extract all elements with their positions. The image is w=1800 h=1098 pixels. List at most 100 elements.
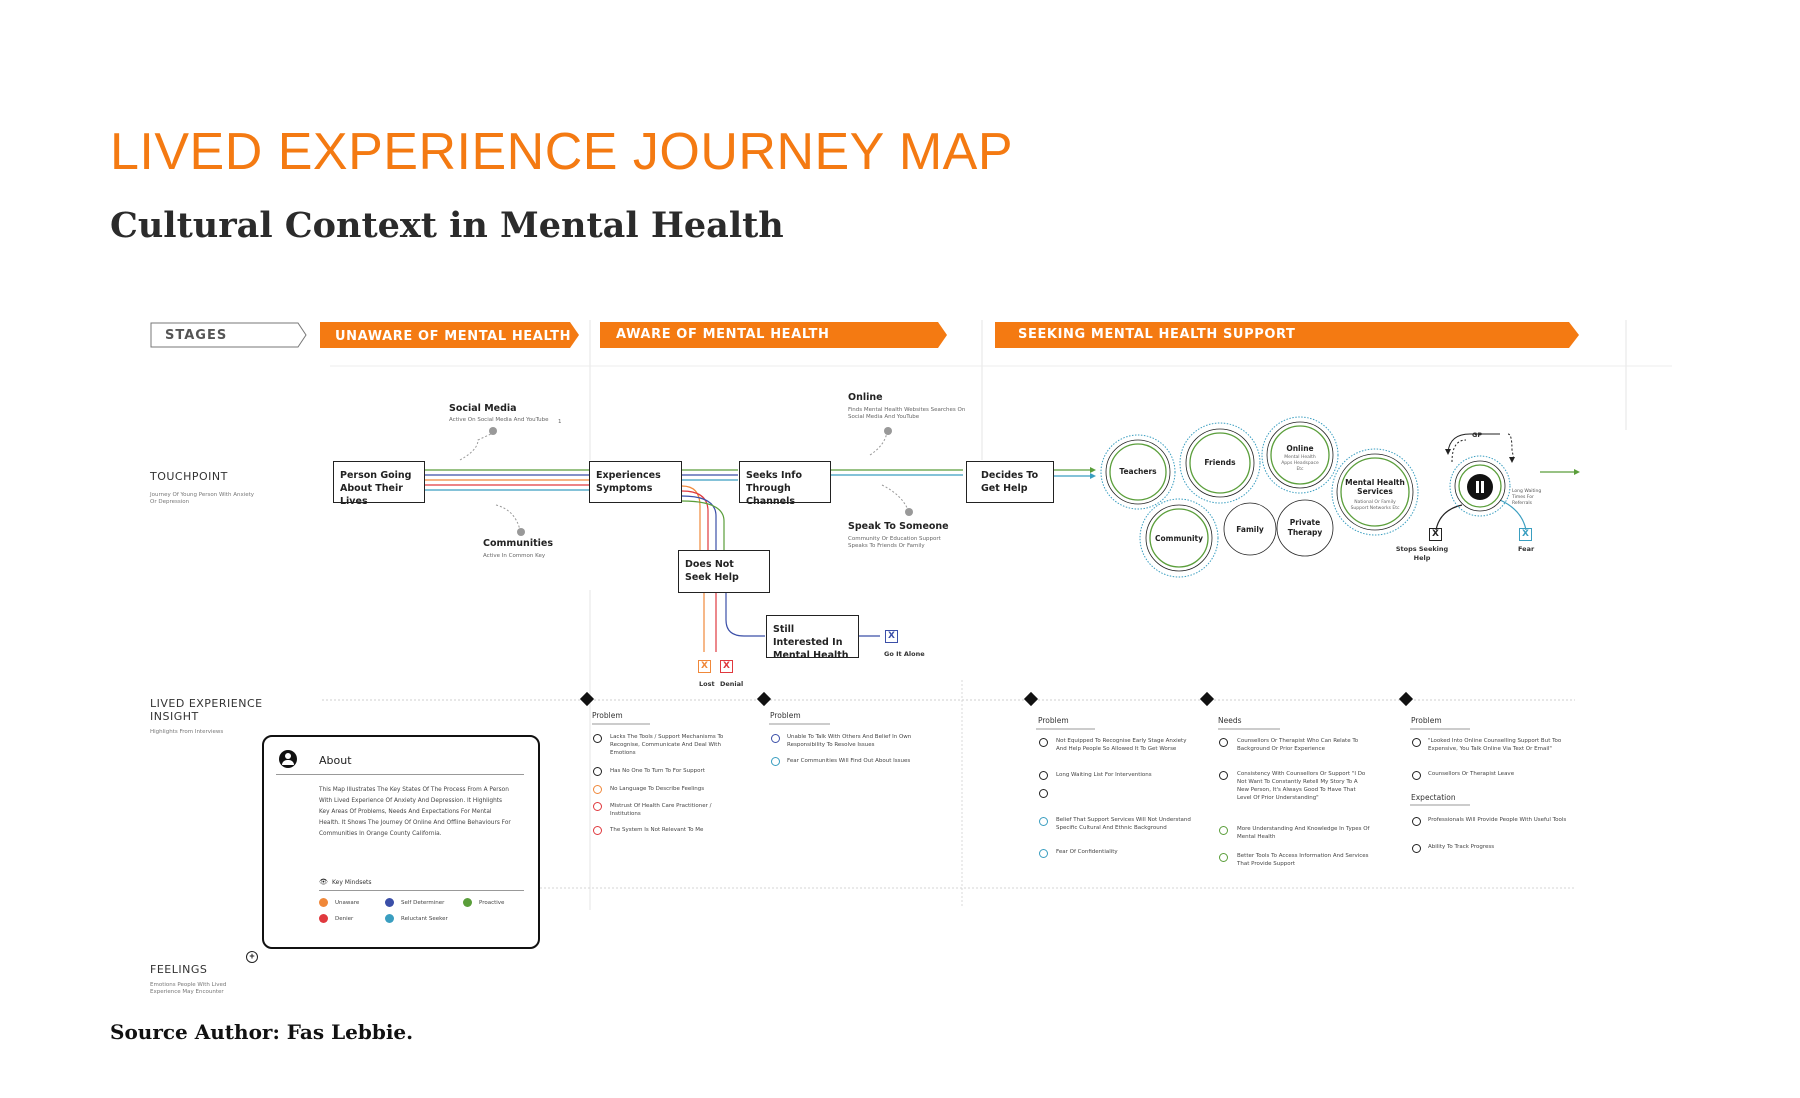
stage-unaware: UNAWARE OF MENTAL HEALTH bbox=[335, 329, 572, 344]
minus-icon bbox=[1039, 817, 1048, 826]
mindsets-title: Key Mindsets bbox=[332, 879, 372, 886]
circle-mhs-sub: National Or Family Support Networks Etc bbox=[1350, 500, 1400, 511]
mindset-dot bbox=[319, 914, 328, 923]
mindset-label: Self Determiner bbox=[401, 900, 445, 906]
stages-arrow bbox=[150, 322, 307, 348]
box-still-interested: Still Interested In Mental Health bbox=[766, 615, 859, 661]
minus-icon bbox=[593, 734, 602, 743]
about-card: About This Map Illustrates The Key State… bbox=[262, 735, 540, 949]
go-alone-label: Go It Alone bbox=[884, 650, 925, 658]
mindset-label: Reluctant Seeker bbox=[401, 916, 448, 922]
minus-icon bbox=[1039, 771, 1048, 780]
stage-arrow-1 bbox=[320, 322, 579, 348]
mindset-label: Unaware bbox=[335, 900, 360, 906]
insight-col1-item: Lacks The Tools / Support Mechanisms To … bbox=[610, 734, 724, 756]
insight-row-label-1: LIVED EXPERIENCE bbox=[150, 697, 263, 710]
fear-label: Fear bbox=[1518, 545, 1535, 553]
tp-online-sub: Finds Mental Health Websites Searches On… bbox=[848, 407, 966, 420]
tp-speak-sub: Community Or Education Support Speaks To… bbox=[848, 536, 941, 549]
insight-col1-item: Mistrust Of Health Care Practitioner / I… bbox=[610, 803, 712, 817]
stops-x-icon: X bbox=[1429, 528, 1442, 541]
minus-icon bbox=[1039, 738, 1048, 747]
stage-arrow-2 bbox=[600, 322, 947, 348]
stops-seeking-label: Stops Seeking Help bbox=[1395, 545, 1449, 562]
minus-icon bbox=[593, 767, 602, 776]
plus-icon bbox=[1219, 826, 1228, 835]
mindset-label: Denier bbox=[335, 916, 354, 922]
tp-speak-title: Speak To Someone bbox=[848, 521, 949, 532]
insight-col3-head: Problem bbox=[1038, 716, 1069, 725]
page-title: LIVED EXPERIENCE JOURNEY MAP bbox=[110, 123, 1014, 181]
feelings-row-sub: Emotions People With Lived Experience Ma… bbox=[150, 982, 227, 995]
feelings-row-label: FEELINGS bbox=[150, 963, 208, 976]
circle-private-therapy: Private Therapy bbox=[1287, 518, 1323, 537]
denial-x-icon: X bbox=[720, 660, 733, 673]
insight-col1-head: Problem bbox=[592, 711, 623, 720]
plus-icon bbox=[1219, 853, 1228, 862]
about-text: This Map Illustrates The Key States Of T… bbox=[319, 787, 511, 837]
circle-friends: Friends bbox=[1204, 458, 1236, 467]
stage-seeking: SEEKING MENTAL HEALTH SUPPORT bbox=[1018, 327, 1296, 342]
denial-label: Denial bbox=[720, 680, 744, 688]
circle-online: Online bbox=[1286, 444, 1314, 453]
page-subtitle: Cultural Context in Mental Health bbox=[110, 205, 784, 246]
waiting-note: Long Waiting Times For Referrals bbox=[1512, 489, 1542, 506]
minus-icon bbox=[1039, 789, 1048, 798]
box-seeks-info: Seeks Info Through Channels bbox=[739, 461, 831, 507]
circle-teachers: Teachers bbox=[1119, 467, 1157, 476]
mindset-dot bbox=[319, 898, 328, 907]
mindset-dot bbox=[385, 898, 394, 907]
lost-x-icon: X bbox=[698, 660, 711, 673]
insight-col4-item: Counsellors Or Therapist Who Can Relate … bbox=[1237, 738, 1359, 752]
insight-col2-head: Problem bbox=[770, 711, 801, 720]
user-icon bbox=[279, 750, 297, 768]
stage-arrow-3 bbox=[995, 322, 1579, 348]
mindset-dot bbox=[385, 914, 394, 923]
minus-icon bbox=[771, 734, 780, 743]
tp-communities-sub: Active In Common Key bbox=[483, 553, 546, 559]
insight-col3-item: Not Equipped To Recognise Early Stage An… bbox=[1056, 738, 1187, 752]
box-experiences-symptoms: Experiences Symptoms bbox=[589, 461, 682, 503]
circle-mental-health-services: Mental Health Services bbox=[1345, 478, 1405, 496]
minus-icon bbox=[1412, 738, 1421, 747]
touchpoint-row-sub: Journey Of Young Person With Anxiety Or … bbox=[150, 492, 255, 505]
pause-icon[interactable] bbox=[1467, 474, 1493, 500]
go-alone-x-icon: X bbox=[885, 630, 898, 643]
insight-col3-item: Long Waiting List For Interventions bbox=[1056, 772, 1152, 778]
insight-col5-head: Problem bbox=[1411, 716, 1442, 725]
insight-col2-item: Fear Communities Will Find Out About Iss… bbox=[787, 758, 911, 764]
about-title: About bbox=[319, 754, 352, 767]
tp-social-media-sub: Active On Social Media And YouTube bbox=[449, 417, 549, 423]
minus-icon bbox=[593, 785, 602, 794]
minus-icon bbox=[771, 757, 780, 766]
add-feeling-icon[interactable]: + bbox=[246, 951, 258, 963]
stage-aware: AWARE OF MENTAL HEALTH bbox=[616, 327, 830, 342]
insight-col4-item: More Understanding And Knowledge In Type… bbox=[1237, 826, 1370, 840]
lost-label: Lost bbox=[699, 680, 715, 688]
minus-icon bbox=[1039, 849, 1048, 858]
insight-col5-item: Ability To Track Progress bbox=[1428, 844, 1495, 850]
circle-family: Family bbox=[1236, 525, 1264, 534]
insight-col1-item: Has No One To Turn To For Support bbox=[610, 768, 705, 774]
insight-col4-item: Better Tools To Access Information And S… bbox=[1237, 853, 1369, 867]
minus-icon bbox=[593, 802, 602, 811]
fear-x-icon: X bbox=[1519, 528, 1532, 541]
touchpoint-row-label: TOUCHPOINT bbox=[150, 470, 228, 483]
insight-col5-item: Counsellors Or Therapist Leave bbox=[1428, 771, 1515, 777]
minus-icon bbox=[1412, 771, 1421, 780]
insight-col5-item: Professionals Will Provide People With U… bbox=[1428, 817, 1567, 823]
insight-row-label-2: INSIGHT bbox=[150, 710, 199, 723]
insight-col1-item: No Language To Describe Feelings bbox=[610, 786, 705, 792]
source-credit: Source Author: Fas Lebbie. bbox=[110, 1020, 414, 1044]
box-decides-help: Decides To Get Help bbox=[966, 461, 1054, 503]
minus-icon bbox=[593, 826, 602, 835]
insight-col2-item: Unable To Talk With Others And Belief In… bbox=[787, 734, 912, 748]
insight-col4-head: Needs bbox=[1218, 716, 1242, 725]
support-circles bbox=[1100, 416, 1511, 578]
insight-row-sub: Highlights From Interviews bbox=[150, 729, 224, 735]
plus-icon bbox=[1412, 817, 1421, 826]
tp-social-media-title: Social Media bbox=[449, 403, 517, 414]
insight-col3-item: Fear Of Confidentiality bbox=[1056, 849, 1118, 855]
tp-communities-title: Communities bbox=[483, 538, 553, 549]
